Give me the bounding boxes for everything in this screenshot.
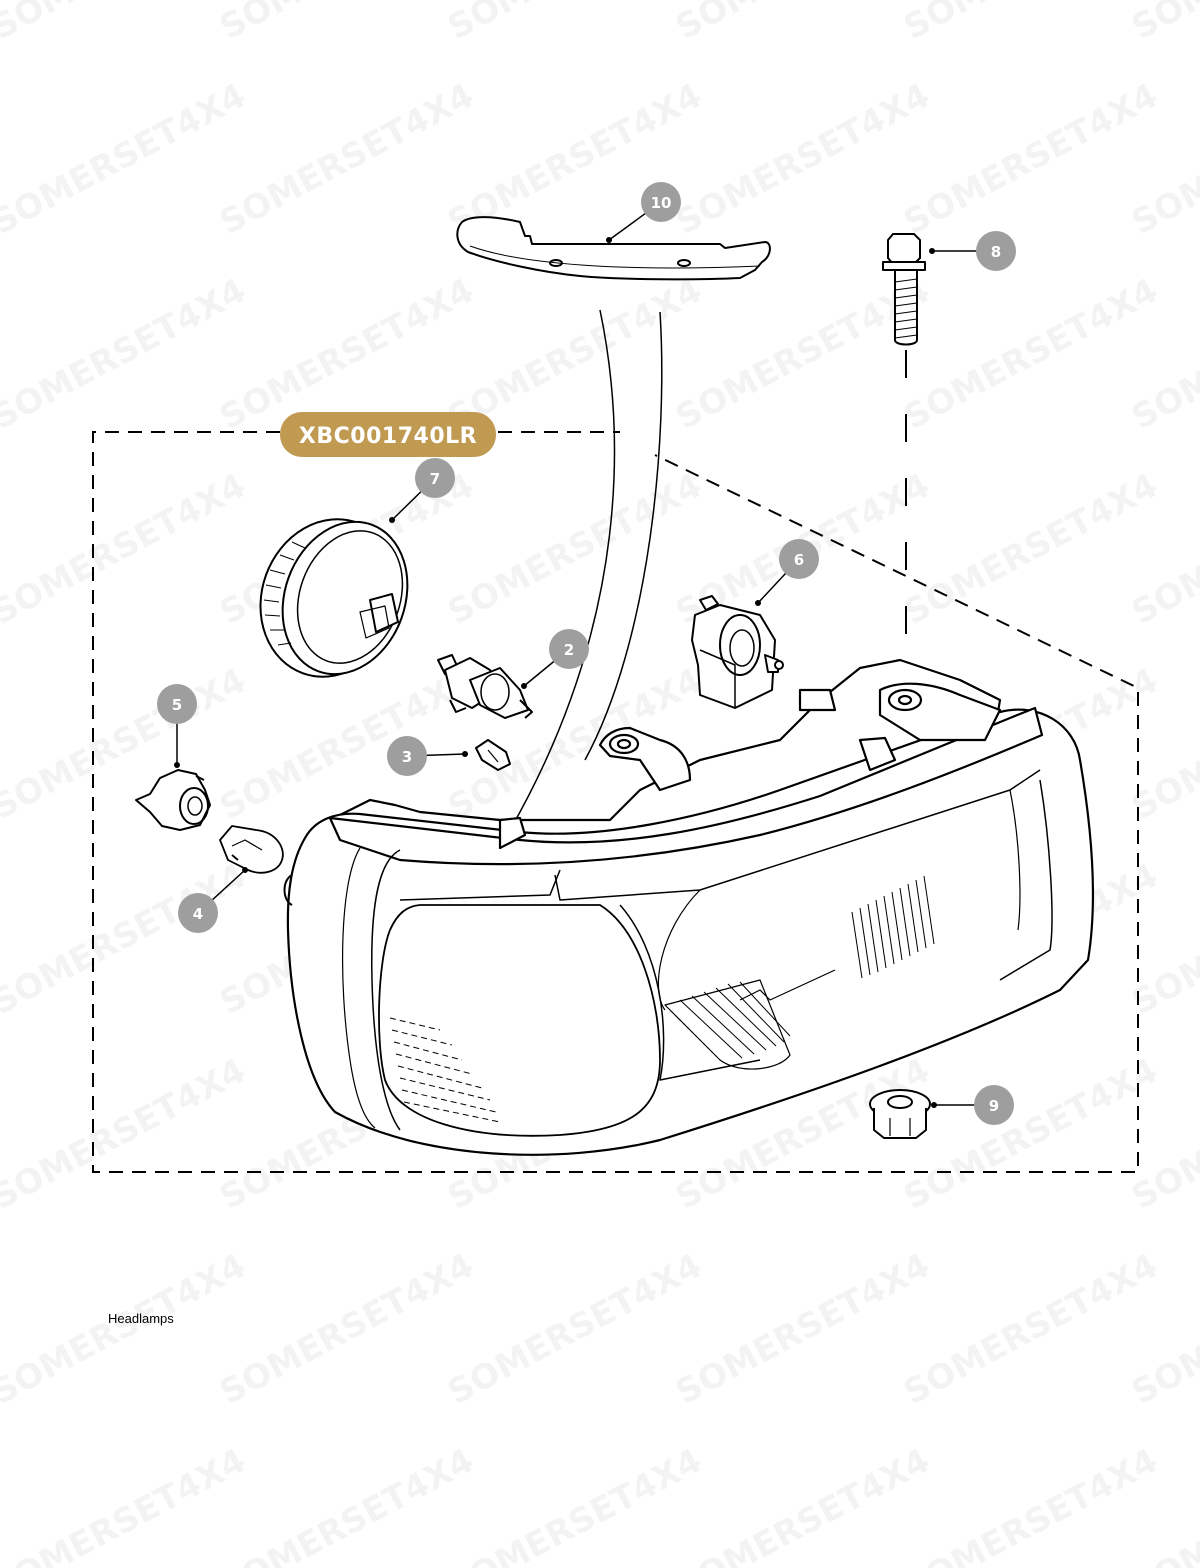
callout-2[interactable]: 2 — [549, 629, 589, 669]
watermark-text: SOMERSET4X4 — [669, 1441, 936, 1568]
callout-10-bubble — [641, 182, 681, 222]
watermark-text: SOMERSET4X4 — [897, 466, 1164, 633]
part-9-flange-nut — [869, 1089, 931, 1139]
watermark-text: SOMERSET4X4 — [669, 0, 936, 48]
callout-5[interactable]: 5 — [157, 684, 197, 724]
watermark-text: SOMERSET4X4 — [441, 0, 708, 48]
part-number-badge-bg — [280, 412, 496, 457]
callout-4-bubble — [178, 893, 218, 933]
callout-2-label: 2 — [564, 641, 574, 659]
lens-hatching — [389, 875, 935, 1123]
watermark-text: SOMERSET4X4 — [897, 1441, 1164, 1568]
callout-2-bubble — [549, 629, 589, 669]
callout-5-bubble — [157, 684, 197, 724]
watermark-text: SOMERSET4X4 — [441, 271, 708, 438]
callout-leader-dots — [174, 237, 937, 1108]
watermark-text: SOMERSET4X4 — [441, 466, 708, 633]
callout-9-bubble — [974, 1085, 1014, 1125]
callout-4-label: 4 — [193, 905, 203, 923]
callout-6-bubble — [779, 539, 819, 579]
callout-6[interactable]: 6 — [779, 539, 819, 579]
watermark-text: SOMERSET4X4 — [0, 1051, 252, 1218]
watermark-text: SOMERSET4X4 — [897, 1246, 1164, 1413]
callout-8[interactable]: 8 — [976, 231, 1016, 271]
callout-3-label: 3 — [402, 748, 412, 766]
part-7-lamp-bezel — [259, 518, 409, 678]
callout-7-bubble — [415, 458, 455, 498]
callout-9-label: 9 — [989, 1097, 999, 1115]
callout-8-label: 8 — [991, 243, 1001, 261]
part-number-badge[interactable]: XBC001740LR — [280, 412, 496, 457]
watermark-text: SOMERSET4X4 — [897, 271, 1164, 438]
callout-5-label: 5 — [172, 696, 182, 714]
watermark-text: SOMERSET4X4 — [897, 76, 1164, 243]
watermark-text: SOMERSET4X4 — [213, 661, 480, 828]
callout-4[interactable]: 4 — [178, 893, 218, 933]
part-8-bolt — [882, 233, 926, 346]
callout-7-label: 7 — [430, 470, 440, 488]
callout-8-bubble — [976, 231, 1016, 271]
watermark-text: SOMERSET4X4 — [213, 1246, 480, 1413]
watermark-text: SOMERSET4X4 — [213, 1441, 480, 1568]
part-5-bulb-holder — [135, 769, 211, 831]
trim-guide-lines — [509, 309, 663, 831]
watermark-text: SOMERSET4X4 — [0, 271, 252, 438]
part-6-leveling-motor — [691, 595, 784, 709]
callout-3[interactable]: 3 — [387, 736, 427, 776]
part-3-side-bulb — [475, 739, 511, 771]
callout-3-bubble — [387, 736, 427, 776]
callout-7[interactable]: 7 — [415, 458, 455, 498]
callout-10-label: 10 — [651, 194, 672, 212]
watermark-text: SOMERSET4X4 — [0, 856, 252, 1023]
part-2-halogen-bulb — [437, 654, 533, 719]
callout-6-label: 6 — [794, 551, 804, 569]
watermark-text: SOMERSET4X4 — [0, 466, 252, 633]
watermark-text: SOMERSET4X4 — [0, 76, 252, 243]
watermark-text: SOMERSET4X4 — [669, 1246, 936, 1413]
watermark-text: SOMERSET4X4 — [0, 1246, 252, 1413]
watermark-text: SOMERSET4X4 — [897, 0, 1164, 48]
watermark-text: SOMERSET4X4 — [213, 76, 480, 243]
watermark-text: SOMERSET4X4 — [441, 1246, 708, 1413]
callout-10[interactable]: 10 — [641, 182, 681, 222]
part-number-label: XBC001740LR — [299, 424, 477, 449]
watermark-text: SOMERSET4X4 — [0, 661, 252, 828]
watermark-text: SOMERSET4X4 — [213, 0, 480, 48]
watermark-text: SOMERSET4X4 — [0, 1441, 252, 1568]
watermark-text: SOMERSET4X4 — [669, 76, 936, 243]
watermark-text: SOMERSET4X4 — [897, 1051, 1164, 1218]
part-10-trim-strip — [456, 216, 771, 281]
watermark-text: SOMERSET4X4 — [0, 0, 252, 48]
watermark-text: SOMERSET4X4 — [441, 1441, 708, 1568]
callout-9[interactable]: 9 — [974, 1085, 1014, 1125]
part-4-indicator-bulb — [219, 825, 284, 874]
diagram-caption: Headlamps — [108, 1311, 174, 1326]
assembly-boundary — [92, 431, 1139, 1173]
watermark-text: SOMERSET4X4 — [1125, 0, 1200, 48]
headlamp-housing — [283, 658, 1095, 1156]
